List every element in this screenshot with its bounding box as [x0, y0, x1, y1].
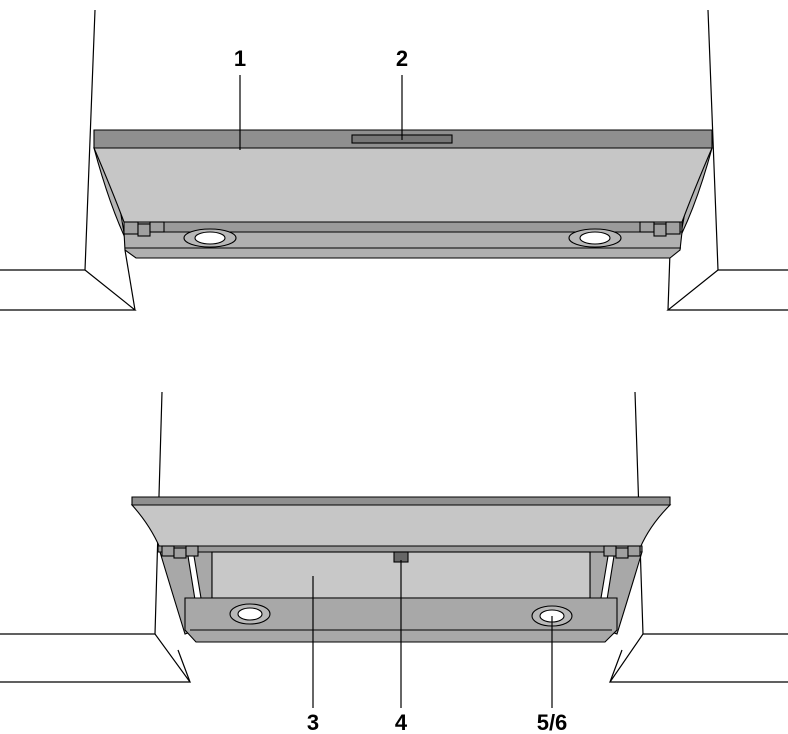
- hinge-right-lower: [603, 545, 641, 559]
- hinge-left: [123, 221, 165, 237]
- hood-strip-lower: [157, 545, 643, 553]
- lamp-left-lower: [229, 603, 271, 625]
- hood-front-panel: [93, 147, 713, 223]
- hinge-right: [639, 221, 681, 237]
- left-cabinet-outline-lower: [0, 391, 192, 683]
- callout-3-label: 3: [307, 710, 319, 734]
- right-cabinet-outline: [666, 9, 788, 311]
- lamp-right-top: [568, 228, 622, 248]
- callout-56-label: 5/6: [537, 710, 568, 734]
- callout-2-label: 2: [396, 46, 408, 71]
- hinge-left-lower: [161, 545, 199, 559]
- callout-4-label: 4: [395, 710, 408, 734]
- right-cabinet-outline-lower: [608, 391, 788, 683]
- hood-top-slab-lower: [131, 496, 671, 506]
- lamp-left-top: [183, 228, 237, 248]
- hood-front-raised: [130, 504, 672, 549]
- left-cabinet-outline: [0, 9, 137, 311]
- hood-underside: [123, 231, 683, 259]
- hood-open-view: 3 4 5/6: [0, 391, 788, 734]
- callout-1-label: 1: [234, 46, 246, 71]
- hood-closed-view: 1 2: [0, 9, 788, 311]
